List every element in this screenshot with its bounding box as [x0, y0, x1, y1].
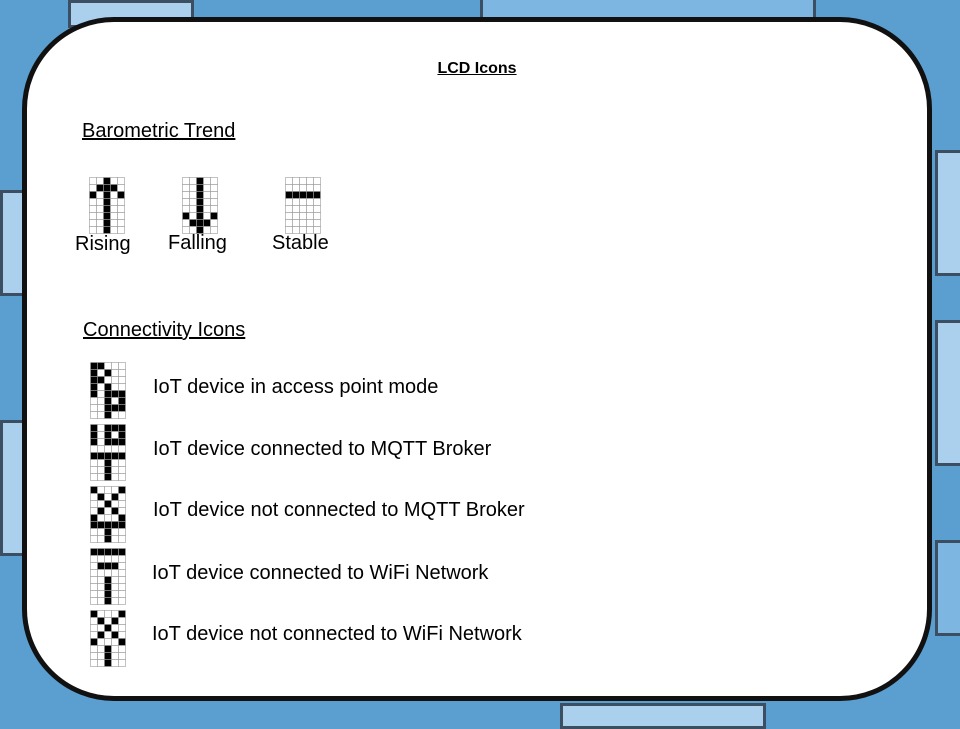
access-point-icon: [90, 362, 126, 419]
arrow-up-icon: [89, 177, 125, 234]
list-item-label: IoT device connected to MQTT Broker: [153, 438, 492, 460]
background-block: [935, 540, 960, 636]
list-item-label: IoT device not connected to WiFi Network: [152, 623, 522, 645]
rising-label: Rising: [75, 233, 131, 255]
list-item-label: IoT device not connected to MQTT Broker: [153, 499, 525, 521]
background-block: [935, 320, 960, 466]
page-title: LCD Icons: [437, 60, 517, 77]
stable-label: Stable: [272, 232, 329, 254]
wifi-disconnected-icon: [90, 610, 126, 667]
list-item-label: IoT device connected to WiFi Network: [152, 562, 489, 584]
mqtt-disconnected-icon: [90, 486, 126, 543]
icon-legend-card: LCD Icons Barometric Trend Rising Fallin…: [22, 17, 932, 701]
barometric-trend-heading: Barometric Trend: [82, 120, 236, 142]
stable-line-icon: [285, 177, 321, 234]
list-item-label: IoT device in access point mode: [153, 376, 439, 398]
wifi-connected-icon: [90, 548, 126, 605]
background-block: [560, 703, 766, 729]
mqtt-connected-icon: [90, 424, 126, 481]
background-block: [935, 150, 960, 276]
falling-label: Falling: [168, 232, 227, 254]
arrow-down-icon: [182, 177, 218, 234]
connectivity-icons-heading: Connectivity Icons: [83, 319, 246, 341]
